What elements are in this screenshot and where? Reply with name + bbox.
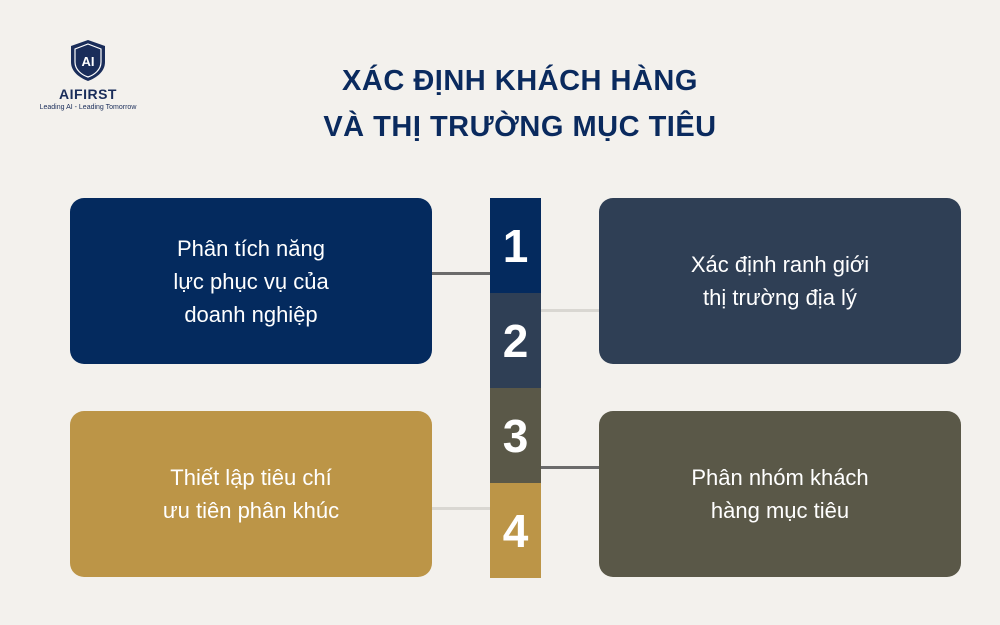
step-text-2: Xác định ranh giới thị trường địa lý xyxy=(690,252,870,310)
logo-name: AIFIRST xyxy=(59,86,117,102)
title-line-1: XÁC ĐỊNH KHÁCH HÀNG xyxy=(342,65,698,97)
step-box-3: Phân nhóm khách hàng mục tiêu xyxy=(599,411,961,577)
page-title: XÁC ĐỊNH KHÁCH HÀNG VÀ THỊ TRƯỜNG MỤC TI… xyxy=(190,58,850,150)
step-text-4: Thiết lập tiêu chí ưu tiên phân khúc xyxy=(162,465,340,523)
step-number-3: 3 xyxy=(490,388,541,483)
step-text-3: Phân nhóm khách hàng mục tiêu xyxy=(691,465,869,523)
step-box-4: Thiết lập tiêu chí ưu tiên phân khúc xyxy=(70,411,432,577)
step-number-1: 1 xyxy=(490,198,541,293)
logo: AI AIFIRST Leading AI - Leading Tomorrow xyxy=(28,38,148,111)
svg-text:AI: AI xyxy=(82,54,95,69)
connector-3 xyxy=(541,466,599,469)
step-number-4: 4 xyxy=(490,483,541,578)
logo-tagline: Leading AI - Leading Tomorrow xyxy=(39,104,137,111)
connector-2 xyxy=(541,309,599,312)
connector-4 xyxy=(432,507,490,510)
step-box-2: Xác định ranh giới thị trường địa lý xyxy=(599,198,961,364)
step-number-column: 1 2 3 4 xyxy=(490,198,541,578)
connector-1 xyxy=(432,272,490,275)
shield-icon: AI xyxy=(71,40,105,81)
step-text-1: Phân tích năng lực phục vụ của doanh ngh… xyxy=(173,235,329,327)
step-box-1: Phân tích năng lực phục vụ của doanh ngh… xyxy=(70,198,432,364)
title-line-2: VÀ THỊ TRƯỜNG MỤC TIÊU xyxy=(323,111,717,143)
step-number-2: 2 xyxy=(490,293,541,388)
